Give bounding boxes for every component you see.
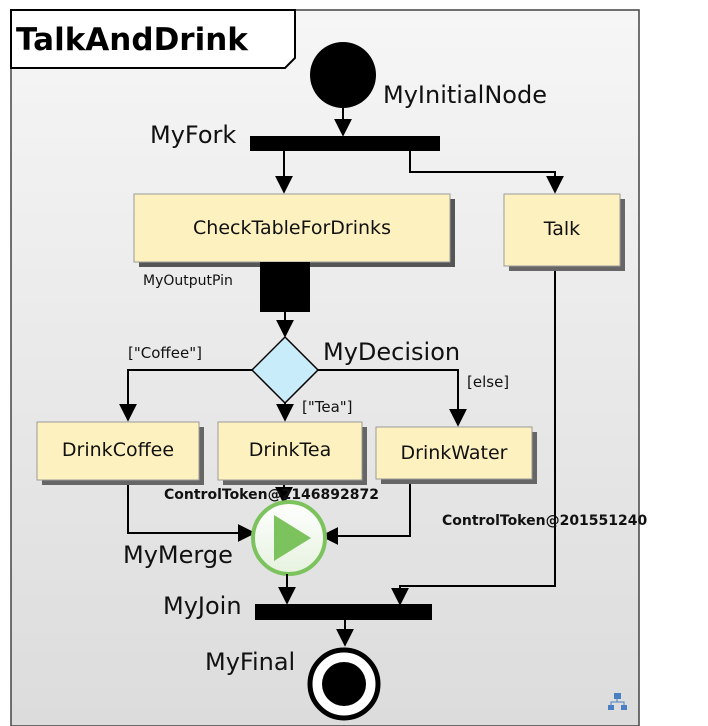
action-drink-tea[interactable] [217,421,363,481]
edge-fork-talk [409,151,564,194]
join-label: MyJoin [163,592,242,620]
action-water-label: DrinkWater [401,442,508,464]
action-check-table-for-drinks[interactable] [133,193,451,263]
action-check-label: CheckTableForDrinks [193,217,391,239]
action-drink-water[interactable] [375,426,533,480]
edge-talk-join [391,271,556,606]
edge-coffee-merge [127,485,256,542]
play-icon[interactable] [274,515,311,561]
action-coffee-label: DrinkCoffee [62,439,174,461]
edge-decision-water [318,369,467,427]
control-token-left: ControlToken@2146892872 [164,487,379,503]
final-label: MyFinal [205,648,295,676]
guard-else: [else] [467,373,509,391]
control-token-right: ControlToken@201551240 [442,513,648,529]
initial-node[interactable] [310,42,376,108]
join-bar[interactable] [255,604,432,620]
hierarchy-icon[interactable] [608,693,627,710]
edge-decision-coffee [119,369,252,422]
diagram-title: TalkAndDrink [16,22,249,58]
fork-label: MyFork [150,121,236,149]
initial-node-label: MyInitialNode [383,81,547,109]
output-pin-label: MyOutputPin [143,273,233,289]
decision-label: MyDecision [323,338,460,366]
merge-label: MyMerge [123,541,233,569]
fork-bar[interactable] [250,136,440,151]
title-tab [10,9,296,69]
guard-tea: ["Tea"] [302,398,353,416]
guard-coffee: ["Coffee"] [128,344,202,362]
action-talk-label: Talk [543,218,580,240]
action-tea-label: DrinkTea [249,439,331,461]
output-pin[interactable] [260,262,310,312]
action-drink-coffee[interactable] [36,421,200,481]
action-talk[interactable] [503,193,621,267]
edge-water-merge [320,484,411,545]
